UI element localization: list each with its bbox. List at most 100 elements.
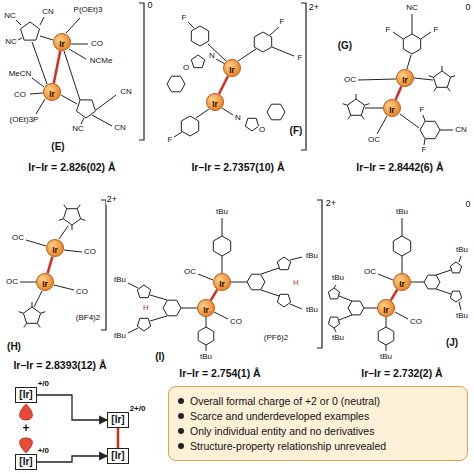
ring-outline [181, 116, 198, 136]
bond-line [174, 132, 182, 137]
bond-line [64, 205, 67, 209]
bond-line [128, 283, 138, 288]
atom-label: CN [119, 88, 133, 97]
bond-line [64, 51, 80, 100]
bond-line [30, 93, 43, 94]
atom-label: NC [3, 12, 17, 21]
ring-outline [277, 294, 290, 307]
bond-line [411, 282, 424, 283]
atom-symbol: Ir [389, 105, 395, 115]
fragment-text: [Ir] [111, 450, 124, 462]
atom-label: NC [405, 4, 419, 13]
charge-bracket [101, 200, 106, 330]
bullet-text: Structure-property relationship unreveal… [190, 440, 386, 452]
ring-outline [267, 104, 285, 120]
iridium-bond [48, 257, 53, 274]
ring-outline [191, 26, 208, 46]
bond-line [290, 257, 302, 260]
bond-line [440, 130, 453, 131]
bond-line [364, 308, 377, 309]
charge-label: 0 [464, 3, 471, 13]
atom-label: tBu [113, 276, 127, 285]
ring-outline [420, 121, 440, 138]
bond-line [222, 218, 223, 236]
bond-line [92, 115, 112, 126]
bond-line [261, 290, 279, 296]
ring-outline [137, 318, 150, 331]
bond-line [407, 55, 411, 69]
bond-line [222, 256, 223, 273]
atom-label: tBu [379, 353, 393, 362]
charge-label: 2+ [308, 3, 320, 13]
bond-length-label: Ir–Ir = 2.8442(6) Å [355, 162, 444, 174]
atom-label: CO [409, 318, 423, 327]
orbital-lobe [20, 438, 33, 453]
ring-outline [433, 71, 450, 87]
bond-line [412, 14, 413, 34]
bullet-dot [178, 428, 184, 434]
atom-label: (BF4)2 [75, 314, 101, 323]
bond-length-label: Ir–Ir = 2.7357(10) Å [190, 162, 285, 174]
ring-outline [328, 288, 339, 299]
bullet-row: Only individual entity and no derivative… [178, 425, 458, 437]
iridium-atom: Ir [213, 273, 231, 291]
bond-line [40, 36, 53, 40]
bullet-row: Overall formal charge of +2 or 0 (neutra… [178, 395, 458, 407]
bond-line [423, 115, 425, 121]
atom-label: tBu [455, 246, 469, 255]
bond-line [459, 256, 461, 262]
bond-line [188, 22, 194, 28]
atom-label: CO [229, 318, 243, 327]
bond-line [238, 49, 256, 61]
bond-line [206, 317, 207, 327]
ring-outline [403, 34, 420, 54]
iridium-bond [211, 290, 218, 301]
bond-line [270, 27, 279, 35]
compound-label: (F) [289, 125, 304, 136]
reaction-arrow [37, 456, 108, 462]
atom-label: F [181, 14, 188, 23]
iridium-atom: Ir [377, 299, 395, 317]
atom-symbol: Ir [59, 39, 65, 49]
charge-label: 0 [464, 200, 471, 210]
ring-outline [63, 209, 80, 225]
charge-label: 2+ [106, 195, 118, 205]
iridium-atom: Ir [396, 69, 414, 87]
ring-outline [450, 262, 461, 273]
atom-label: O [182, 64, 190, 73]
atom-label: tBu [331, 334, 345, 343]
bond-line [32, 42, 47, 84]
atom-label: NCMe [89, 57, 114, 66]
bond-line [36, 99, 45, 114]
ring-outline [167, 76, 185, 92]
bond-line [386, 345, 387, 351]
bullet-text: Overall formal charge of +2 or 0 (neutra… [190, 395, 380, 407]
bond-line [414, 78, 433, 80]
reaction-arrow [37, 395, 108, 420]
bond-line [451, 76, 456, 78]
iridium-bond [396, 86, 402, 99]
compound-label: (G) [337, 40, 353, 51]
bond-line [436, 270, 451, 275]
atom-label: NC [71, 125, 85, 134]
bond-line [26, 240, 46, 246]
atom-label: tBu [199, 353, 213, 362]
compound-label: (J) [445, 337, 459, 348]
atom-label: F [279, 18, 286, 27]
bond-line [393, 32, 403, 39]
bond-line [96, 95, 116, 110]
ring-outline [191, 55, 204, 68]
iridium-atom: Ir [206, 93, 224, 111]
atom-label: F [433, 26, 440, 35]
bond-line [59, 219, 64, 221]
atom-label: NC [4, 38, 18, 47]
atom-label: (OEt)3P [9, 116, 40, 125]
fragment-text: [Ir] [111, 414, 124, 426]
bond-line [348, 115, 351, 119]
bond-line [32, 78, 44, 87]
ring-outline [137, 285, 150, 298]
bond-line [436, 289, 451, 294]
atom-label: (PF6)2 [263, 334, 289, 343]
ring-outline [347, 99, 364, 115]
ring-outline [254, 32, 271, 52]
